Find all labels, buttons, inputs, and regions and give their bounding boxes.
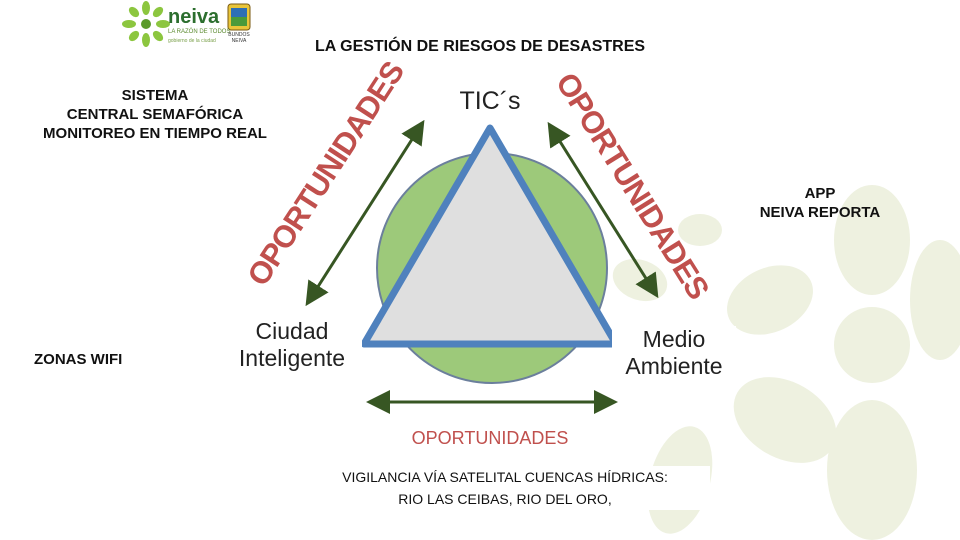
footer-block: VIGILANCIA VÍA SATELITAL CUENCAS HÍDRICA… [300, 466, 710, 510]
logo-tagline: LA RAZÓN DE TODOS [168, 29, 231, 35]
left-edge-arrow [305, 119, 425, 307]
medio-line-2: Ambiente [625, 353, 723, 379]
app-block: APP NEIVA REPORTA [740, 184, 900, 222]
vertex-medio-ambiente: Medio Ambiente [612, 326, 736, 380]
app-line-1: APP [804, 185, 836, 202]
bottom-edge-label: OPORTUNIDADES [411, 428, 569, 448]
city-seal-icon [227, 3, 251, 31]
zonas-wifi-label: ZONAS WIFI [34, 351, 123, 368]
seal-caption: BUNDOS NEIVA [228, 32, 250, 44]
footer-line-2: RIO LAS CEIBAS, RIO DEL ORO, [398, 491, 612, 507]
ciudad-line-2: Inteligente [238, 345, 346, 371]
footer-line-1: VIGILANCIA VÍA SATELITAL CUENCAS HÍDRICA… [342, 469, 668, 485]
leaf-logo-icon [122, 1, 170, 47]
vertex-tics: TIC´s [459, 87, 521, 115]
app-line-2: NEIVA REPORTA [759, 204, 881, 221]
page-title: LA GESTIÓN DE RIESGOS DE DESASTRES [314, 38, 646, 55]
sistema-block: SISTEMA CENTRAL SEMAFÓRICA MONITOREO EN … [20, 86, 290, 143]
vertex-ciudad-inteligente: Ciudad Inteligente [222, 318, 362, 372]
sistema-line-1: SISTEMA [121, 87, 189, 104]
logo-wordmark[interactable]: neiva [168, 6, 220, 28]
ciudad-line-1: Ciudad [255, 318, 329, 344]
logo-subtitle: gobierno de la ciudad [168, 38, 216, 44]
sistema-line-2: CENTRAL SEMAFÓRICA [66, 106, 244, 123]
right-edge-arrow [547, 121, 659, 299]
medio-line-1: Medio [642, 326, 706, 352]
sistema-line-3: MONITOREO EN TIEMPO REAL [43, 125, 267, 142]
